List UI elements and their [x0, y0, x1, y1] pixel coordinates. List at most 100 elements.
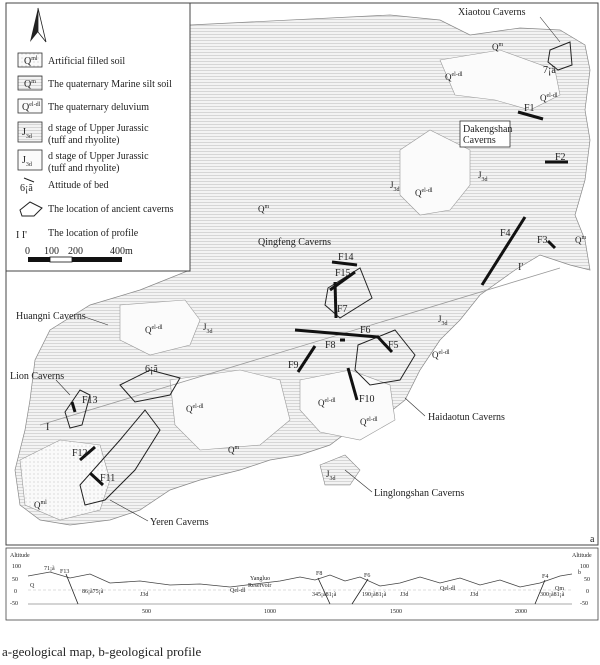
cavern-xiaotou — [547, 41, 573, 71]
legend-row-8: I I' The location of profile — [16, 228, 139, 241]
fault-line-f11 — [88, 471, 105, 487]
cavern-qingfeng — [324, 267, 373, 319]
profile-axis-label-right: Altitude — [572, 553, 592, 559]
scale-bar: 0 100 200 400m — [25, 246, 133, 263]
fault-line-f1 — [517, 110, 544, 121]
profile-end-label: I' — [518, 262, 523, 273]
scale-label-0: 0 — [25, 246, 30, 257]
legend-text-5b: (tuff and rhyolite) — [48, 163, 119, 174]
fault-line-f5 — [375, 334, 394, 354]
fault-line-f14 — [331, 260, 358, 267]
attitude-label-w: 6¡ã — [145, 364, 158, 375]
fault-label-f11: F11 — [100, 473, 115, 484]
profile-ytick-100-r: 100 — [580, 564, 589, 570]
cavern-lion-left — [119, 369, 181, 403]
legend-text-4: d stage of Upper Jurassic — [48, 123, 149, 134]
fault-line-f15 — [329, 270, 356, 292]
fault-line-f6 — [294, 328, 379, 339]
fault-label-f5: F5 — [388, 340, 399, 351]
legend-text-3: The quaternary deluvium — [48, 102, 149, 113]
fault-line-f13 — [70, 401, 77, 413]
unit-qeldl-south: Qel-dl — [186, 404, 204, 414]
fault-line-f3 — [546, 239, 557, 250]
profile-attitude-2: 86¡ã75¡ã — [82, 589, 104, 595]
profile-ytick-neg50: -50 — [10, 601, 18, 607]
geological-profile: Altitude Altitude 100 50 0 -50 100 50 0 … — [5, 547, 599, 621]
label-huangni-caverns: Huangni Caverns — [16, 311, 86, 322]
linglongshan-outcrop — [319, 454, 361, 486]
fault-label-f2: F2 — [555, 152, 566, 163]
profile-ytick-50-r: 50 — [584, 577, 590, 583]
legend-row-6: 6¡ã Attitude of bed — [20, 177, 109, 194]
label-linglongshan-caverns: Linglongshan Caverns — [374, 488, 464, 499]
legend-row-7: The location of ancient caverns — [19, 201, 174, 217]
unit-qm-ne: Qm — [492, 42, 504, 52]
fault-label-f15: F15 — [335, 268, 351, 279]
dakengshan-label-box — [459, 120, 511, 148]
legend-symbol-4: J — [22, 127, 26, 138]
profile-unit-2: J3d — [140, 592, 148, 598]
profile-ytick-0-r: 0 — [586, 589, 589, 595]
deluvium-area-center — [399, 129, 471, 216]
profile-attitude-5: 300¡ã81¡ã — [540, 592, 565, 598]
profile-xtick-2000: 2000 — [515, 609, 527, 615]
fault-label-f12: F12 — [72, 448, 88, 459]
profile-axis-label: Altitude — [10, 553, 30, 559]
fault-label-f7: F7 — [337, 304, 348, 315]
legend-text-5: d stage of Upper Jurassic — [48, 151, 149, 162]
profile-place: Yangluo — [250, 576, 270, 582]
scale-label-400: 400m — [110, 246, 133, 257]
fault-label-f14: F14 — [338, 252, 354, 263]
fault-label-f4: F4 — [500, 228, 511, 239]
unit-j3d-east: J3d — [438, 314, 448, 327]
svg-text:J3d: J3d — [22, 155, 32, 168]
profile-xtick-1000: 1000 — [264, 609, 276, 615]
fault-line-f9 — [296, 345, 317, 373]
label-qingfeng-caverns: Qingfeng Caverns — [258, 237, 331, 248]
profile-ytick-50: 50 — [12, 577, 18, 583]
unit-j3d-west: J3d — [203, 322, 213, 335]
legend-symbol-1: Q — [24, 56, 32, 67]
fault-label-f10: F10 — [359, 394, 375, 405]
scale-label-100: 100 — [44, 246, 59, 257]
deluvium-area-ne — [439, 49, 561, 111]
legend-text-8: The location of profile — [48, 228, 139, 239]
profile-ytick-100: 100 — [12, 564, 21, 570]
unit-qeldl-south2: Qel-dl — [318, 398, 336, 408]
unit-qm-center: Qm — [258, 204, 270, 214]
cavern-lion — [64, 389, 91, 429]
profile-start-label: I — [46, 422, 49, 433]
legend-text-1: Artificial filled soil — [48, 56, 125, 67]
unit-qeldl-ne: Qel-dl — [445, 72, 463, 82]
panel-label-a: a — [590, 534, 595, 545]
figure-caption: a-geological map, b-geological profile — [2, 644, 202, 659]
fault-label-f6: F6 — [360, 325, 371, 336]
legend-row-2: Qm The quaternary Marine silt soil — [17, 75, 172, 91]
svg-text:Qm: Qm — [24, 79, 36, 90]
unit-qeldl-east: Qel-dl — [432, 350, 450, 360]
legend-text-2: The quaternary Marine silt soil — [48, 79, 172, 90]
legend-row-3: Qel-dl The quaternary deluvium — [17, 98, 149, 114]
cavern-haidaotun — [354, 329, 416, 386]
fault-label-f13: F13 — [82, 395, 98, 406]
profile-unit-6: J3d — [470, 592, 478, 598]
label-dakengshan-caverns: Caverns — [463, 135, 496, 146]
legend-row-5: J3d d stage of Upper Jurassic (tuff and … — [17, 149, 149, 174]
profile-fault-f13: F13 — [60, 569, 69, 575]
svg-text:J3d: J3d — [22, 127, 32, 140]
legend-symbol-8: I I' — [16, 230, 27, 241]
filled-soil-area — [19, 439, 111, 521]
unit-qeldl-south3: Qel-dl — [360, 417, 378, 427]
label-lion-caverns: Lion Caverns — [10, 371, 64, 382]
fault-line-f10 — [346, 367, 359, 401]
profile-unit-1: Q — [30, 583, 35, 589]
deluvium-area-haidaotun — [299, 369, 396, 441]
profile-fault-f8: F8 — [316, 571, 322, 577]
unit-qeldl-west: Qel-dl — [145, 325, 163, 335]
profile-unit-7: Qm — [555, 586, 564, 592]
svg-text:Qel-dl: Qel-dl — [22, 102, 41, 113]
legend-row-4: J3d d stage of Upper Jurassic (tuff and … — [17, 121, 149, 146]
svg-text:Qml: Qml — [24, 56, 38, 67]
profile-xtick-1500: 1500 — [390, 609, 402, 615]
